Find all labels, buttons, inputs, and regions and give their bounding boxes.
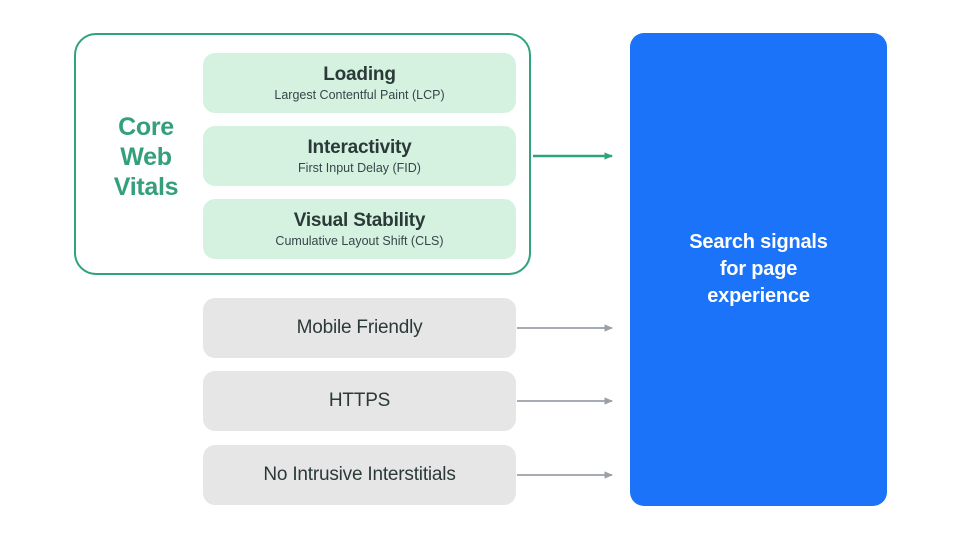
vital-card-visual-stability[interactable]: Visual Stability Cumulative Layout Shift… bbox=[203, 199, 516, 259]
vital-card-subtitle: Cumulative Layout Shift (CLS) bbox=[275, 233, 444, 248]
core-web-vitals-label: Core Web Vitals bbox=[98, 112, 194, 202]
vital-card-title: Interactivity bbox=[307, 136, 412, 158]
vital-card-interactivity[interactable]: Interactivity First Input Delay (FID) bbox=[203, 126, 516, 186]
core-web-vitals-label-line-2: Web bbox=[120, 143, 172, 171]
outcome-line-2: for page bbox=[719, 258, 798, 280]
outcome-panel-text: Search signals for page experience bbox=[669, 229, 847, 310]
signal-card-label: No Intrusive Interstitials bbox=[263, 464, 456, 485]
outcome-line-3: experience bbox=[707, 285, 810, 307]
vital-card-title: Visual Stability bbox=[293, 209, 426, 231]
outcome-panel-search-signals: Search signals for page experience bbox=[630, 33, 887, 506]
core-web-vitals-label-line-1: Core bbox=[118, 113, 174, 141]
signal-card-label: HTTPS bbox=[328, 390, 391, 411]
vital-card-title: Loading bbox=[323, 63, 396, 85]
core-web-vitals-label-line-3: Vitals bbox=[113, 173, 179, 201]
signal-card-no-intrusive-interstitials[interactable]: No Intrusive Interstitials bbox=[203, 445, 516, 505]
core-web-vitals-group bbox=[74, 33, 531, 275]
vital-card-subtitle: First Input Delay (FID) bbox=[298, 160, 421, 175]
signal-card-https[interactable]: HTTPS bbox=[203, 371, 516, 431]
vital-card-loading[interactable]: Loading Largest Contentful Paint (LCP) bbox=[203, 53, 516, 113]
vital-card-subtitle: Largest Contentful Paint (LCP) bbox=[274, 87, 445, 102]
signal-card-mobile-friendly[interactable]: Mobile Friendly bbox=[203, 298, 516, 358]
signal-card-label: Mobile Friendly bbox=[296, 317, 423, 338]
outcome-line-1: Search signals bbox=[689, 231, 828, 253]
